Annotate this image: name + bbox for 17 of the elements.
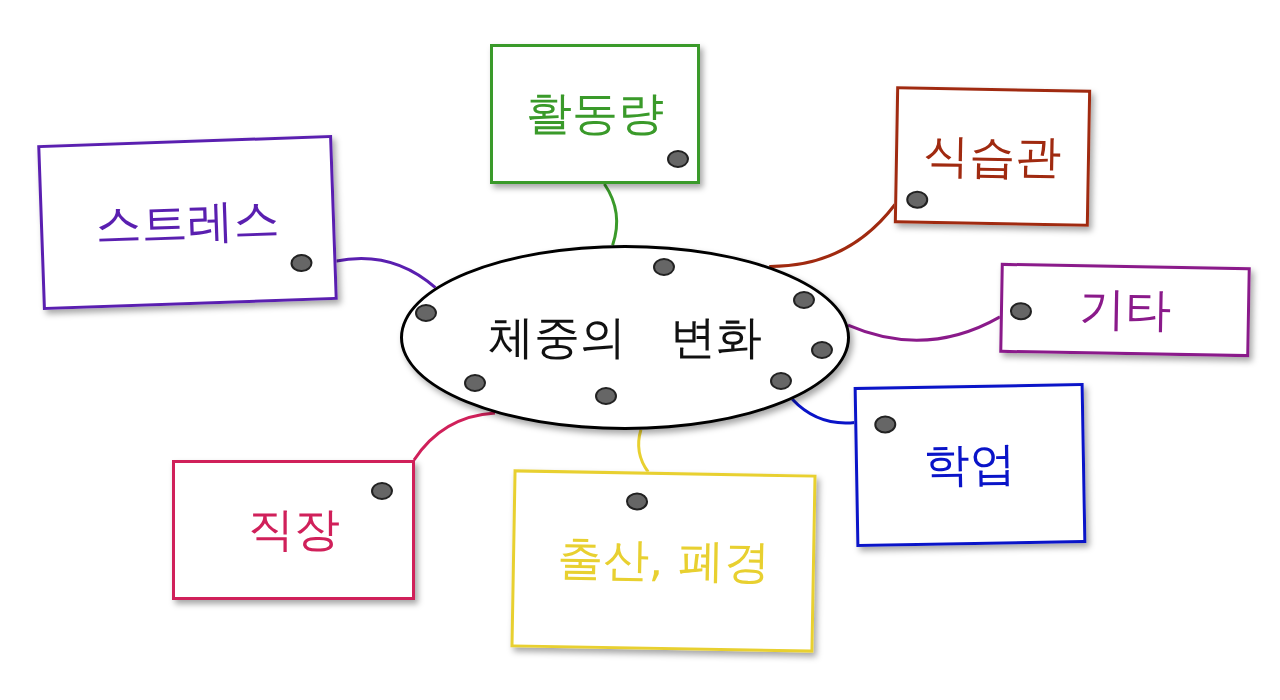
tag-text: 출산, 폐경	[556, 530, 771, 591]
tag-card	[510, 469, 817, 653]
tag-text: 식습관	[922, 126, 1063, 186]
tag-card	[490, 44, 700, 184]
tag-text: 학업	[923, 435, 1017, 494]
tag-card	[853, 383, 1087, 547]
tag-text: 체중의 변화	[487, 308, 763, 366]
tag-text: 활동량	[526, 85, 664, 142]
tag-text: 스트레스	[94, 190, 281, 254]
tag-text: 직장	[247, 501, 340, 558]
tag-card	[893, 86, 1092, 227]
tag-text: 기타	[1078, 280, 1172, 339]
string-connector	[603, 183, 619, 246]
tag-card	[37, 134, 338, 311]
tag-card	[999, 262, 1251, 358]
string-connector	[412, 411, 496, 461]
tag-card	[172, 460, 415, 600]
